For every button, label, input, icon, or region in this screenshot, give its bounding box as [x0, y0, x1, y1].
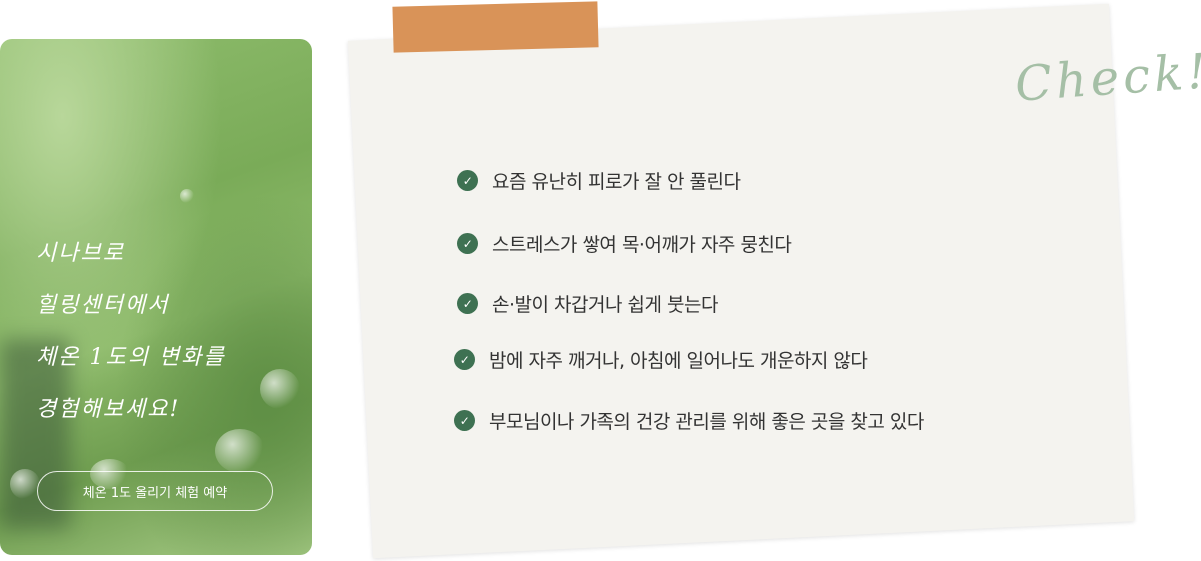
- headline-line: 체온 1도의 변화를: [36, 345, 226, 370]
- checklist-item-text: 스트레스가 쌓여 목·어깨가 자주 뭉친다: [492, 234, 792, 256]
- headline-line: 경험해보세요!: [36, 397, 181, 422]
- check-circle-icon: ✓: [454, 349, 475, 370]
- masking-tape: [392, 1, 599, 53]
- checklist-item: ✓ 스트레스가 쌓여 목·어깨가 자주 뭉친다: [457, 230, 792, 257]
- checklist-item: ✓ 밤에 자주 깨거나, 아침에 일어나도 개운하지 않다: [454, 346, 868, 373]
- water-drop: [90, 459, 130, 489]
- headline-line: 시나브로: [36, 241, 125, 266]
- water-drop: [10, 469, 40, 499]
- water-drop: [180, 189, 194, 203]
- checklist-item: ✓ 부모님이나 가족의 건강 관리를 위해 좋은 곳을 찾고 있다: [454, 407, 924, 434]
- checklist-item-text: 밤에 자주 깨거나, 아침에 일어나도 개운하지 않다: [489, 350, 868, 372]
- background-shadow: [0, 339, 70, 529]
- promo-card: [0, 39, 312, 555]
- checklist-item-text: 부모님이나 가족의 건강 관리를 위해 좋은 곳을 찾고 있다: [489, 411, 924, 433]
- checklist-item-text: 손·발이 차갑거나 쉽게 붓는다: [492, 294, 718, 316]
- checklist-item-text: 요즘 유난히 피로가 잘 안 풀린다: [492, 171, 741, 193]
- water-drop: [215, 429, 265, 473]
- headline-line: 힐링센터에서: [36, 293, 170, 318]
- checklist-item: ✓ 손·발이 차갑거나 쉽게 붓는다: [457, 290, 718, 317]
- promo-headline: 시나브로 힐링센터에서 체온 1도의 변화를 경험해보세요!: [36, 228, 226, 436]
- check-circle-icon: ✓: [454, 410, 475, 431]
- checklist-item: ✓ 요즘 유난히 피로가 잘 안 풀린다: [457, 167, 741, 194]
- check-circle-icon: ✓: [457, 170, 478, 191]
- water-drop: [260, 369, 300, 409]
- reserve-trial-button[interactable]: 체온 1도 올리기 체험 예약: [37, 471, 273, 511]
- check-circle-icon: ✓: [457, 293, 478, 314]
- check-circle-icon: ✓: [457, 233, 478, 254]
